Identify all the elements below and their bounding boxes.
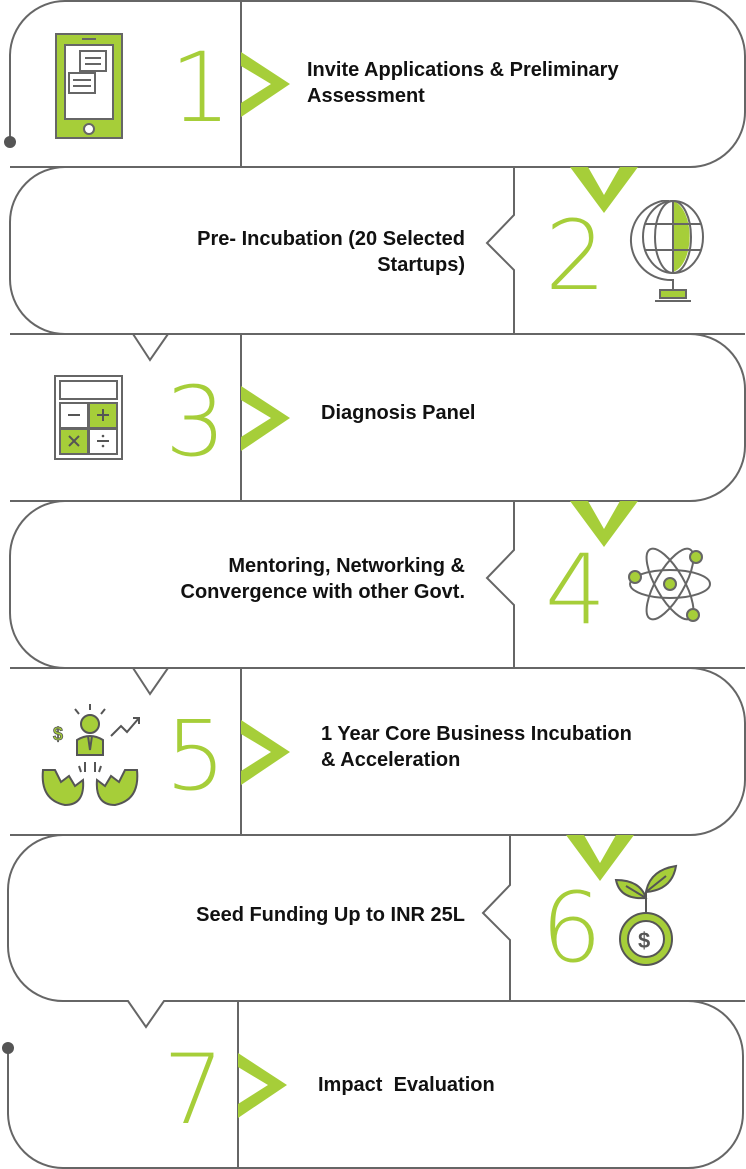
step-number-5: 5 <box>165 700 227 812</box>
step-title-7: Impact Evaluation <box>318 1074 495 1096</box>
globe-icon <box>630 200 704 302</box>
svg-text:$: $ <box>638 928 650 953</box>
money-plant-icon: $ <box>614 864 678 966</box>
step-number-1: 1 <box>170 32 232 144</box>
step-title-1: Invite Applications & Preliminary Assess… <box>307 59 619 107</box>
calculator-icon <box>54 375 123 460</box>
step-title-5: 1 Year Core Business Incubation & Accele… <box>321 723 632 771</box>
svg-text:$: $ <box>53 724 63 744</box>
mobile-phone-icon <box>55 33 123 139</box>
step-title-2: Pre- Incubation (20 Selected Startups) <box>197 228 465 276</box>
step-number-3: 3 <box>165 366 227 478</box>
step-number-4: 4 <box>545 534 607 646</box>
step-title-4: Mentoring, Networking & Convergence with… <box>180 555 465 603</box>
step-title-3: Diagnosis Panel <box>321 402 476 424</box>
atom-icon <box>628 547 711 622</box>
step-number-7: 7 <box>163 1034 225 1146</box>
step-number-6: 6 <box>541 872 603 984</box>
step-number-2: 2 <box>545 200 607 312</box>
hatching-entrepreneur-icon: $ <box>41 704 140 807</box>
step-title-6: Seed Funding Up to INR 25L <box>196 904 465 926</box>
